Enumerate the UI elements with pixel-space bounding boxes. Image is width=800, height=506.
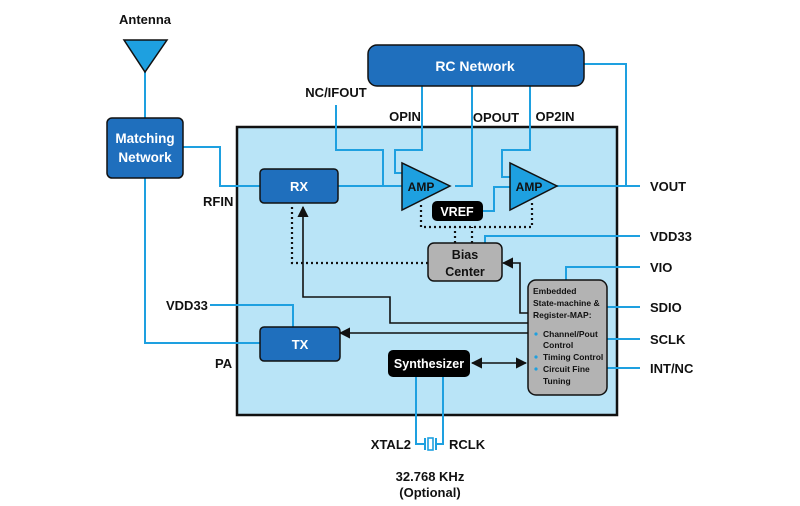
bullet-icon bbox=[534, 332, 538, 336]
bias-lines bbox=[290, 201, 534, 265]
rc-network-block[interactable]: RC Network bbox=[367, 44, 585, 87]
bias-center-block[interactable]: Bias Center bbox=[427, 242, 503, 282]
vref-label: VREF bbox=[440, 205, 474, 219]
matching-network-label-2: Network bbox=[118, 150, 172, 165]
rx-block[interactable]: RX bbox=[259, 168, 339, 204]
amp2-block[interactable]: AMP bbox=[509, 161, 559, 212]
pin-int-nc: INT/NC bbox=[650, 361, 694, 376]
bullet-icon bbox=[534, 367, 538, 371]
signal-wires bbox=[144, 63, 640, 445]
matching-network-block[interactable]: Matching Network bbox=[106, 117, 184, 179]
state-machine-bullet-1a: Channel/Pout bbox=[543, 329, 598, 339]
state-machine-bullet-1b: Control bbox=[543, 340, 573, 350]
pin-xtal2: XTAL2 bbox=[371, 437, 411, 452]
pin-rfin: RFIN bbox=[203, 194, 233, 209]
crystal-frequency: 32.768 KHz bbox=[396, 469, 465, 484]
pin-pa: PA bbox=[215, 356, 233, 371]
amp1-label: AMP bbox=[408, 180, 435, 194]
pin-vdd33-right: VDD33 bbox=[650, 229, 692, 244]
pin-sclk: SCLK bbox=[650, 332, 686, 347]
state-machine-bullet-3a: Circuit Fine bbox=[543, 364, 590, 374]
pin-opout: OPOUT bbox=[473, 110, 519, 125]
state-machine-title-1: Embedded bbox=[533, 286, 576, 296]
rx-label: RX bbox=[290, 179, 308, 194]
state-machine-bullet-3b: Tuning bbox=[543, 376, 571, 386]
pin-sdio: SDIO bbox=[650, 300, 682, 315]
tx-block[interactable]: TX bbox=[259, 326, 341, 362]
crystal-icon bbox=[424, 437, 437, 451]
pin-nc-ifout: NC/IFOUT bbox=[305, 85, 366, 100]
amp1-block[interactable]: AMP bbox=[401, 161, 452, 212]
state-machine-title-3: Register-MAP: bbox=[533, 310, 592, 320]
pin-rclk: RCLK bbox=[449, 437, 486, 452]
tx-label: TX bbox=[292, 337, 309, 352]
matching-network-label-1: Matching bbox=[115, 131, 174, 146]
pin-opin: OPIN bbox=[389, 109, 421, 124]
crystal-optional-note: (Optional) bbox=[399, 485, 460, 500]
pin-vout: VOUT bbox=[650, 179, 686, 194]
amp2-label: AMP bbox=[516, 180, 543, 194]
vref-block[interactable]: VREF bbox=[432, 201, 483, 221]
antenna-label: Antenna bbox=[119, 12, 172, 27]
bullet-icon bbox=[534, 355, 538, 359]
synthesizer-block[interactable]: Synthesizer bbox=[388, 350, 470, 377]
pin-op2in: OP2IN bbox=[535, 109, 574, 124]
pin-vdd33-left: VDD33 bbox=[166, 298, 208, 313]
rc-network-label: RC Network bbox=[435, 58, 515, 74]
control-lines bbox=[297, 205, 528, 369]
pin-vio: VIO bbox=[650, 260, 672, 275]
bias-center-label-2: Center bbox=[445, 265, 485, 279]
antenna-icon bbox=[122, 39, 169, 74]
bias-center-label-1: Bias bbox=[452, 248, 478, 262]
state-machine-bullet-2: Timing Control bbox=[543, 352, 603, 362]
synthesizer-label: Synthesizer bbox=[394, 357, 464, 371]
state-machine-title-2: State-machine & bbox=[533, 298, 600, 308]
state-machine-block[interactable]: Embedded State-machine & Register-MAP: C… bbox=[527, 279, 608, 396]
